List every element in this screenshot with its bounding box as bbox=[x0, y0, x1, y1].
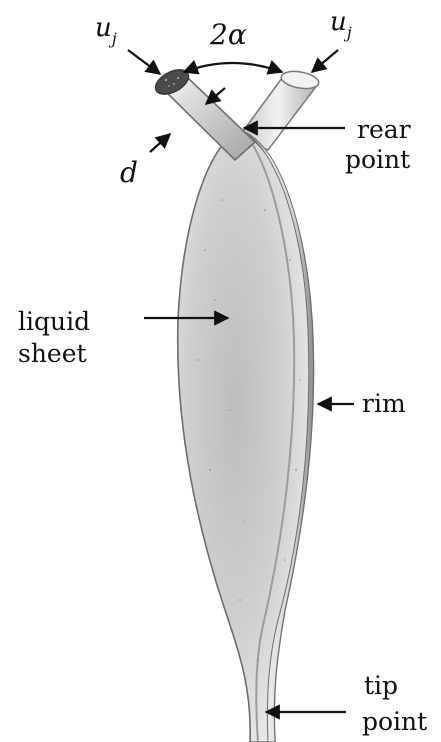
left-jet bbox=[151, 65, 255, 160]
uj-right-arrow bbox=[312, 50, 338, 72]
rear-point-label-line1: rear bbox=[357, 115, 411, 144]
d-arrow-upper bbox=[206, 88, 225, 104]
uj-right-label: uj bbox=[330, 7, 352, 42]
rear-point-label-line2: point bbox=[345, 145, 410, 174]
angle-label: 2α bbox=[209, 18, 247, 51]
tip-point-label-line2: point bbox=[362, 707, 427, 736]
liquid-sheet-label-line2: sheet bbox=[18, 339, 87, 368]
liquid-sheet-label-line1: liquid bbox=[18, 307, 90, 336]
d-label: d bbox=[120, 156, 138, 189]
uj-left-arrow bbox=[128, 50, 160, 74]
d-arrow-lower bbox=[150, 134, 170, 152]
tip-point-label-line1: tip bbox=[364, 671, 398, 700]
liquid-sheet-shape bbox=[178, 130, 314, 742]
angle-arc bbox=[184, 63, 282, 72]
uj-left-label: uj bbox=[95, 13, 117, 48]
rim-label: rim bbox=[362, 389, 406, 418]
